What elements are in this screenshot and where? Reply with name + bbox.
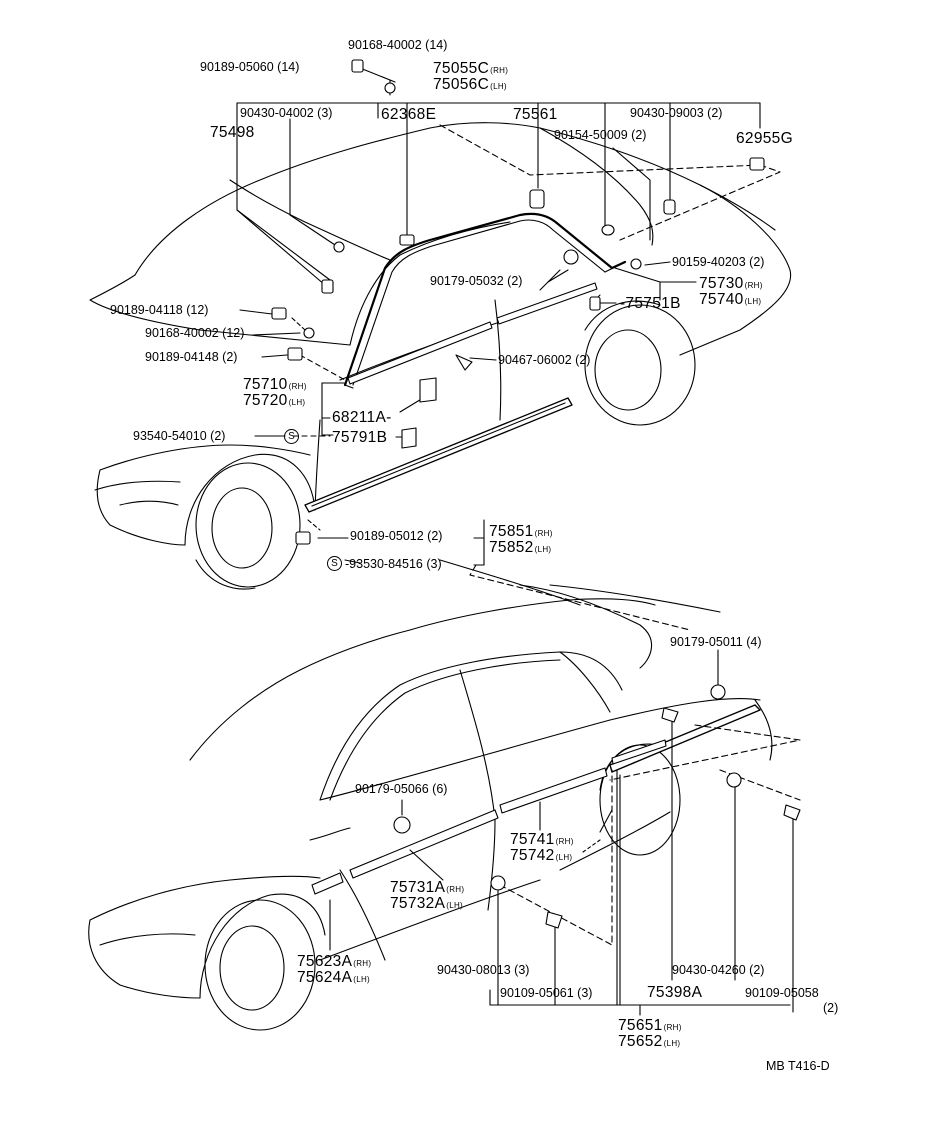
part-number: 75710 [243, 376, 288, 393]
label-90189-04148-2: 90189-04148 (2) [145, 350, 238, 364]
label-90179-05066-6: 90179-05066 (6) [355, 782, 448, 796]
label-90189-04118-12: 90189-04118 (12) [110, 303, 209, 317]
side-rh: (RH) [490, 66, 509, 75]
label-75851: 75851(RH) [489, 524, 553, 540]
side-lh: (LH) [490, 82, 507, 91]
lower-car-outline [88, 559, 773, 1031]
part-number: 75751B [625, 295, 681, 312]
leader-lines-lower [329, 649, 801, 1016]
label-90159-40203-2: 90159-40203 (2) [672, 255, 765, 269]
label-90430-04002-3: 90430-04002 (3) [240, 106, 333, 120]
side-lh: (LH) [446, 901, 464, 910]
label-75561: 75561 [513, 106, 558, 123]
label-75730: 75730(RH) [699, 276, 763, 292]
part-number: 68211A [332, 409, 387, 426]
part-number: 75852 [489, 539, 534, 556]
hardware-pieces-upper [271, 59, 765, 545]
part-number: 75741 [510, 831, 555, 848]
side-lh: (LH) [744, 297, 762, 306]
label-90109-05058-quantity: (2) [823, 1001, 839, 1015]
part-number: 75731A [390, 879, 446, 896]
label-90154-50009-2: 90154-50009 (2) [554, 128, 647, 142]
side-lh: (LH) [288, 398, 306, 407]
side-rh: (RH) [534, 529, 553, 538]
belt-mouldings-upper [304, 282, 598, 513]
part-number: 75730 [699, 275, 744, 292]
window-frame-moulding [343, 212, 627, 389]
side-lh: (LH) [353, 975, 371, 984]
label-75710: 75710(RH) [243, 377, 307, 393]
label-62955g: 62955G [736, 130, 793, 147]
label-90189-05060-14: 90189-05060 (14) [200, 60, 300, 74]
part-number: 75055C [433, 60, 490, 77]
part-number: 75740 [699, 291, 744, 308]
part-number: 75651 [618, 1017, 663, 1034]
label-75732a: 75732A(LH) [390, 896, 463, 912]
side-rh: (RH) [663, 1023, 682, 1032]
label-75720: 75720(LH) [243, 393, 305, 409]
label-75398a: 75398A [647, 984, 703, 1001]
side-lh: (LH) [534, 545, 552, 554]
label-75852: 75852(LH) [489, 540, 551, 556]
special-symbol-s: S [327, 556, 342, 571]
label-75742: 75742(LH) [510, 848, 572, 864]
label-75741: 75741(RH) [510, 832, 574, 848]
part-number: 75851 [489, 523, 534, 540]
label-62368e: 62368E [381, 106, 437, 123]
part-number: 75742 [510, 847, 555, 864]
part-number: 75623A [297, 953, 353, 970]
label-75056c: 75056C(LH) [433, 77, 507, 93]
part-number: 93530-84516 (3) [349, 557, 442, 571]
label-90179-05011-4: 90179-05011 (4) [670, 635, 762, 649]
label-75652: 75652(LH) [618, 1034, 680, 1050]
label-75791b: 75791B [332, 429, 388, 446]
label-75055c: 75055C(RH) [433, 61, 508, 77]
drawing-code: MB T416-D [766, 1059, 830, 1073]
label-68211a: 68211A- [332, 409, 392, 426]
label-75731a: 75731A(RH) [390, 880, 464, 896]
part-number: 75720 [243, 392, 288, 409]
label-75624a: 75624A(LH) [297, 970, 370, 986]
label-93530-84516-3: -93530-84516 (3) [345, 557, 442, 571]
hardware-pieces-lower [393, 684, 801, 929]
label-90430-08013-3: 90430-08013 (3) [437, 963, 530, 977]
label-93540-54010-2: 93540-54010 (2) [133, 429, 226, 443]
label-90109-05058: 90109-05058 [745, 986, 819, 1000]
label-90168-40002-12: 90168-40002 (12) [145, 326, 245, 340]
side-rh: (RH) [353, 959, 372, 968]
side-rh: (RH) [555, 837, 574, 846]
part-number: 75652 [618, 1033, 663, 1050]
side-rh: (RH) [744, 281, 763, 290]
side-lh: (LH) [555, 853, 573, 862]
label-75623a: 75623A(RH) [297, 954, 371, 970]
side-rh: (RH) [446, 885, 465, 894]
special-symbol-s: S [284, 429, 299, 444]
label-75498: 75498 [210, 124, 255, 141]
label-90430-04260-2: 90430-04260 (2) [672, 963, 765, 977]
part-number: 75056C [433, 76, 490, 93]
label-75740: 75740(LH) [699, 292, 761, 308]
label-90168-40002-14: 90168-40002 (14) [348, 38, 448, 52]
label-90430-09003-2: 90430-09003 (2) [630, 106, 723, 120]
label-75651: 75651(RH) [618, 1018, 682, 1034]
belt-mouldings-lower [311, 704, 761, 895]
part-number: 75624A [297, 969, 353, 986]
label-90467-06002-2: 90467-06002 (2) [498, 353, 591, 367]
label-75751b: -75751B [620, 295, 681, 312]
label-90109-05061-3: 90109-05061 (3) [500, 986, 593, 1000]
label-90179-05032-2: 90179-05032 (2) [430, 274, 523, 288]
part-number: 75732A [390, 895, 446, 912]
side-lh: (LH) [663, 1039, 681, 1048]
side-rh: (RH) [288, 382, 307, 391]
label-90189-05012-2: 90189-05012 (2) [350, 529, 443, 543]
